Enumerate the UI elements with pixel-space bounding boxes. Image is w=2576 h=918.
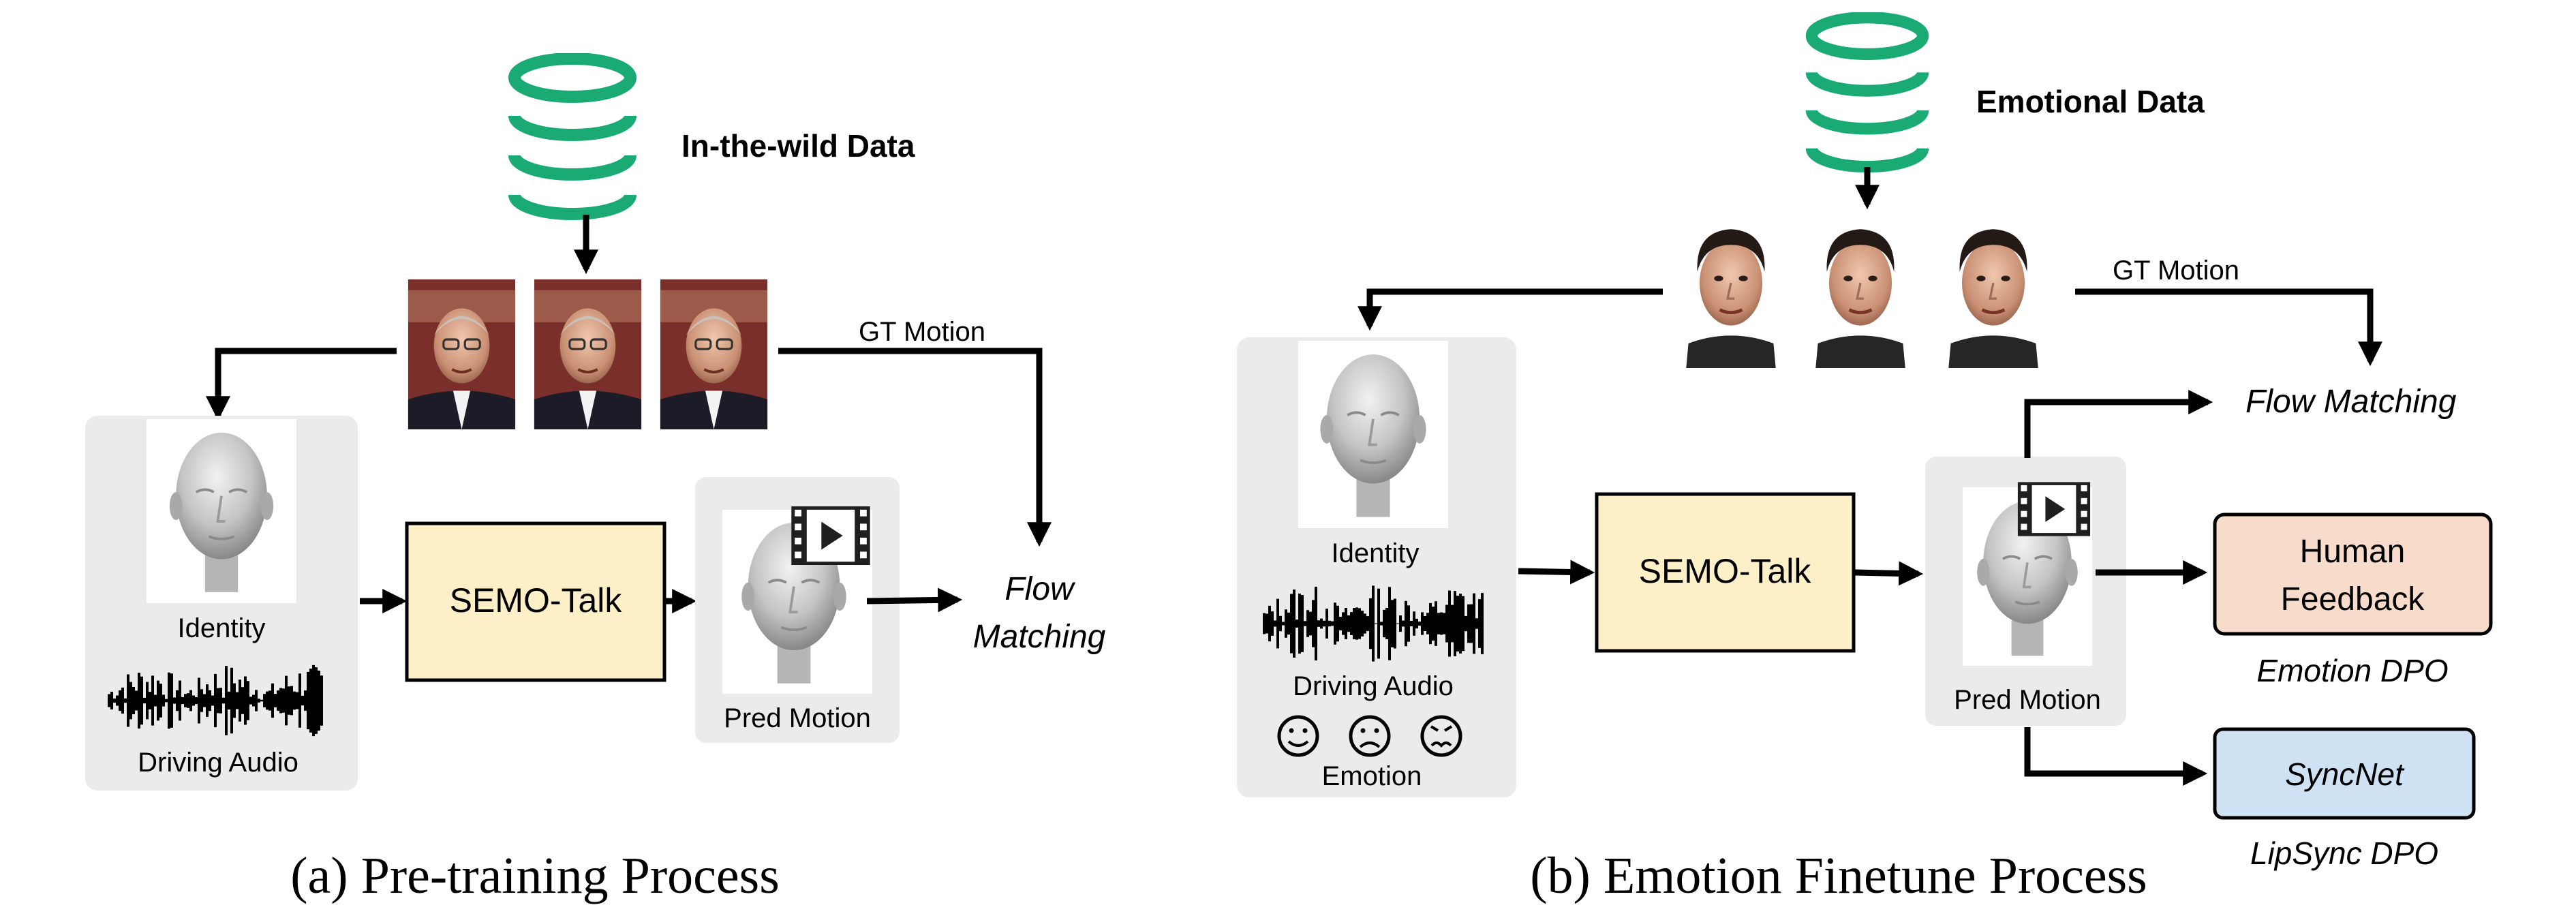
arrow-faces-to-inputs bbox=[1358, 288, 1663, 331]
arrow-pred-to-syncnet bbox=[2024, 727, 2208, 786]
syncnet-box bbox=[2213, 727, 2476, 820]
panel-a-pretraining: In-the-wild Data GT Motion Identity Driv… bbox=[85, 59, 1106, 904]
emotional-face-images bbox=[1686, 229, 2038, 368]
semo-talk-box-b bbox=[1595, 492, 1856, 653]
semo-talk-label-b: SEMO-Talk bbox=[1639, 552, 1812, 590]
arrow-pred-to-flow-b bbox=[2024, 390, 2213, 458]
arrow-semo-to-pred-b bbox=[1854, 561, 1924, 586]
arrow-gt-motion-a bbox=[778, 348, 1052, 547]
gt-motion-label-a: GT Motion bbox=[859, 317, 985, 347]
flow-matching-label-a-line1: Flow bbox=[1005, 571, 1076, 607]
video-play-icon bbox=[2017, 482, 2091, 536]
video-play-icon bbox=[791, 506, 870, 566]
face-image bbox=[1948, 229, 2038, 368]
driving-audio-waveform-a bbox=[108, 664, 323, 737]
flow-matching-label-a-line2: Matching bbox=[973, 619, 1106, 655]
pred-motion-label-b: Pred Motion bbox=[1954, 685, 2101, 715]
video-frame bbox=[408, 279, 515, 429]
arrow-frames-to-inputs bbox=[206, 348, 397, 421]
angry-icon bbox=[1420, 715, 1462, 757]
arrow-inputs-to-semo-b bbox=[1518, 560, 1595, 585]
gt-motion-label-b: GT Motion bbox=[2113, 256, 2239, 286]
caption-a: (a) Pre-training Process bbox=[290, 847, 780, 904]
video-frame bbox=[660, 279, 767, 429]
human-feedback-box bbox=[2213, 512, 2493, 636]
arrow-gt-motion-b bbox=[2075, 288, 2382, 367]
flow-matching-label-b: Flow Matching bbox=[2245, 384, 2457, 420]
human-feedback-label-line2: Feedback bbox=[2281, 581, 2425, 617]
human-feedback-label-line1: Human bbox=[2300, 534, 2406, 570]
pred-motion-label-a: Pred Motion bbox=[724, 703, 871, 733]
face-image bbox=[1686, 229, 1775, 368]
database-icon bbox=[515, 59, 630, 214]
emotion-dpo-label: Emotion DPO bbox=[2256, 653, 2448, 688]
database-icon bbox=[1811, 18, 1922, 167]
sad-icon bbox=[1349, 715, 1391, 757]
identity-label-b: Identity bbox=[1332, 538, 1420, 568]
face-image bbox=[1815, 229, 1905, 368]
video-frame bbox=[534, 279, 641, 429]
semo-talk-label-a: SEMO-Talk bbox=[450, 581, 623, 619]
smile-icon bbox=[1277, 715, 1319, 757]
emotional-data-label: Emotional Data bbox=[1976, 84, 2205, 119]
lipsync-dpo-label: LipSync DPO bbox=[2250, 836, 2438, 871]
driving-audio-label-b: Driving Audio bbox=[1293, 671, 1454, 701]
driving-audio-label-a: Driving Audio bbox=[138, 748, 298, 778]
in-the-wild-video-frames bbox=[408, 279, 767, 429]
semo-talk-box-a bbox=[405, 521, 666, 682]
identity-label-a: Identity bbox=[178, 613, 266, 643]
caption-b: (b) Emotion Finetune Process bbox=[1530, 847, 2147, 904]
panel-b-emotion-finetune: Emotional Data GT Motion Identity Drivin… bbox=[1237, 18, 2493, 904]
driving-audio-waveform-b bbox=[1263, 585, 1484, 662]
syncnet-label: SyncNet bbox=[2285, 756, 2405, 792]
arrow-pred-to-flow-a bbox=[866, 587, 963, 613]
in-the-wild-data-label: In-the-wild Data bbox=[681, 128, 915, 164]
emotion-label-b: Emotion bbox=[1322, 761, 1422, 791]
